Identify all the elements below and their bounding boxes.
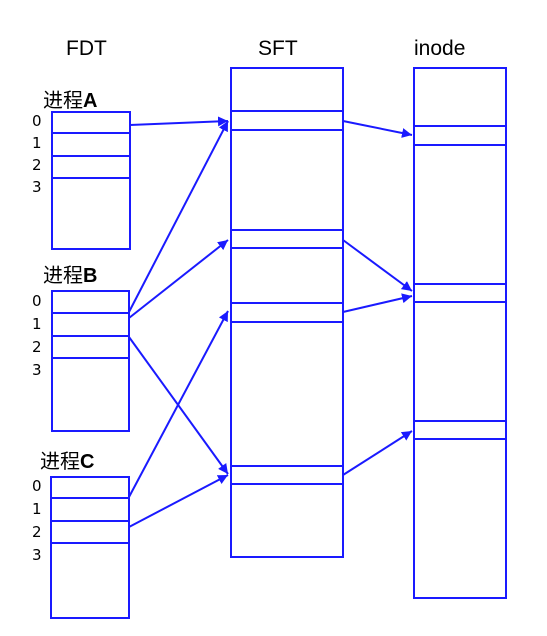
fdt-table-a	[51, 111, 131, 250]
process-b-index-0: 0	[32, 292, 42, 310]
process-a-label: 进程A	[43, 88, 98, 112]
process-b-label: 进程B	[43, 263, 98, 287]
inode-box	[413, 67, 507, 599]
arrow-sft-to-inode	[342, 239, 413, 292]
arrow-sft-to-inode	[342, 430, 413, 476]
process-b-index-3: 3	[32, 361, 42, 379]
process-b-index-2: 2	[32, 338, 42, 356]
process-c-index-1: 1	[32, 500, 42, 518]
fdt-c-box	[50, 476, 130, 619]
process-b-index-1: 1	[32, 315, 42, 333]
process-c-index-2: 2	[32, 523, 42, 541]
process-c-index-0: 0	[32, 477, 42, 495]
sft-box	[230, 67, 344, 558]
sft-header: SFT	[258, 37, 298, 60]
process-a-index-2: 2	[32, 156, 42, 174]
arrow-b0-to-sft	[128, 120, 229, 313]
fdt-header: FDT	[66, 37, 107, 60]
arrow-sft-to-inode	[342, 293, 413, 313]
fdt-a-box	[51, 111, 131, 250]
arrow-b1-to-sft	[128, 239, 229, 319]
arrow-c2-to-sft	[128, 474, 229, 528]
fdt-b-box	[51, 290, 130, 432]
process-a-index-0: 0	[32, 112, 42, 130]
inode-header: inode	[414, 37, 466, 60]
arrow-sft-to-inode	[342, 120, 413, 138]
sft-table	[230, 67, 344, 558]
inode-table	[413, 67, 507, 599]
process-c-label: 进程C	[40, 449, 95, 473]
process-a-index-3: 3	[32, 178, 42, 196]
fdt-table-c	[50, 476, 130, 619]
process-a-index-1: 1	[32, 134, 42, 152]
arrow-c0-to-sft	[128, 310, 229, 498]
fdt-table-b	[51, 290, 130, 432]
arrow-a0-to-sft	[129, 116, 229, 127]
process-c-index-3: 3	[32, 546, 42, 564]
